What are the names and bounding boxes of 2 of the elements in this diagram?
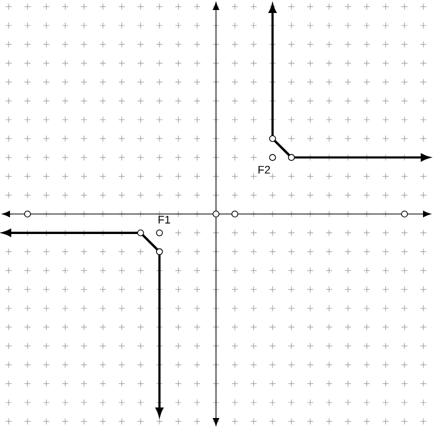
point-label: F1 <box>158 216 170 224</box>
point-label: F2 <box>258 166 270 174</box>
